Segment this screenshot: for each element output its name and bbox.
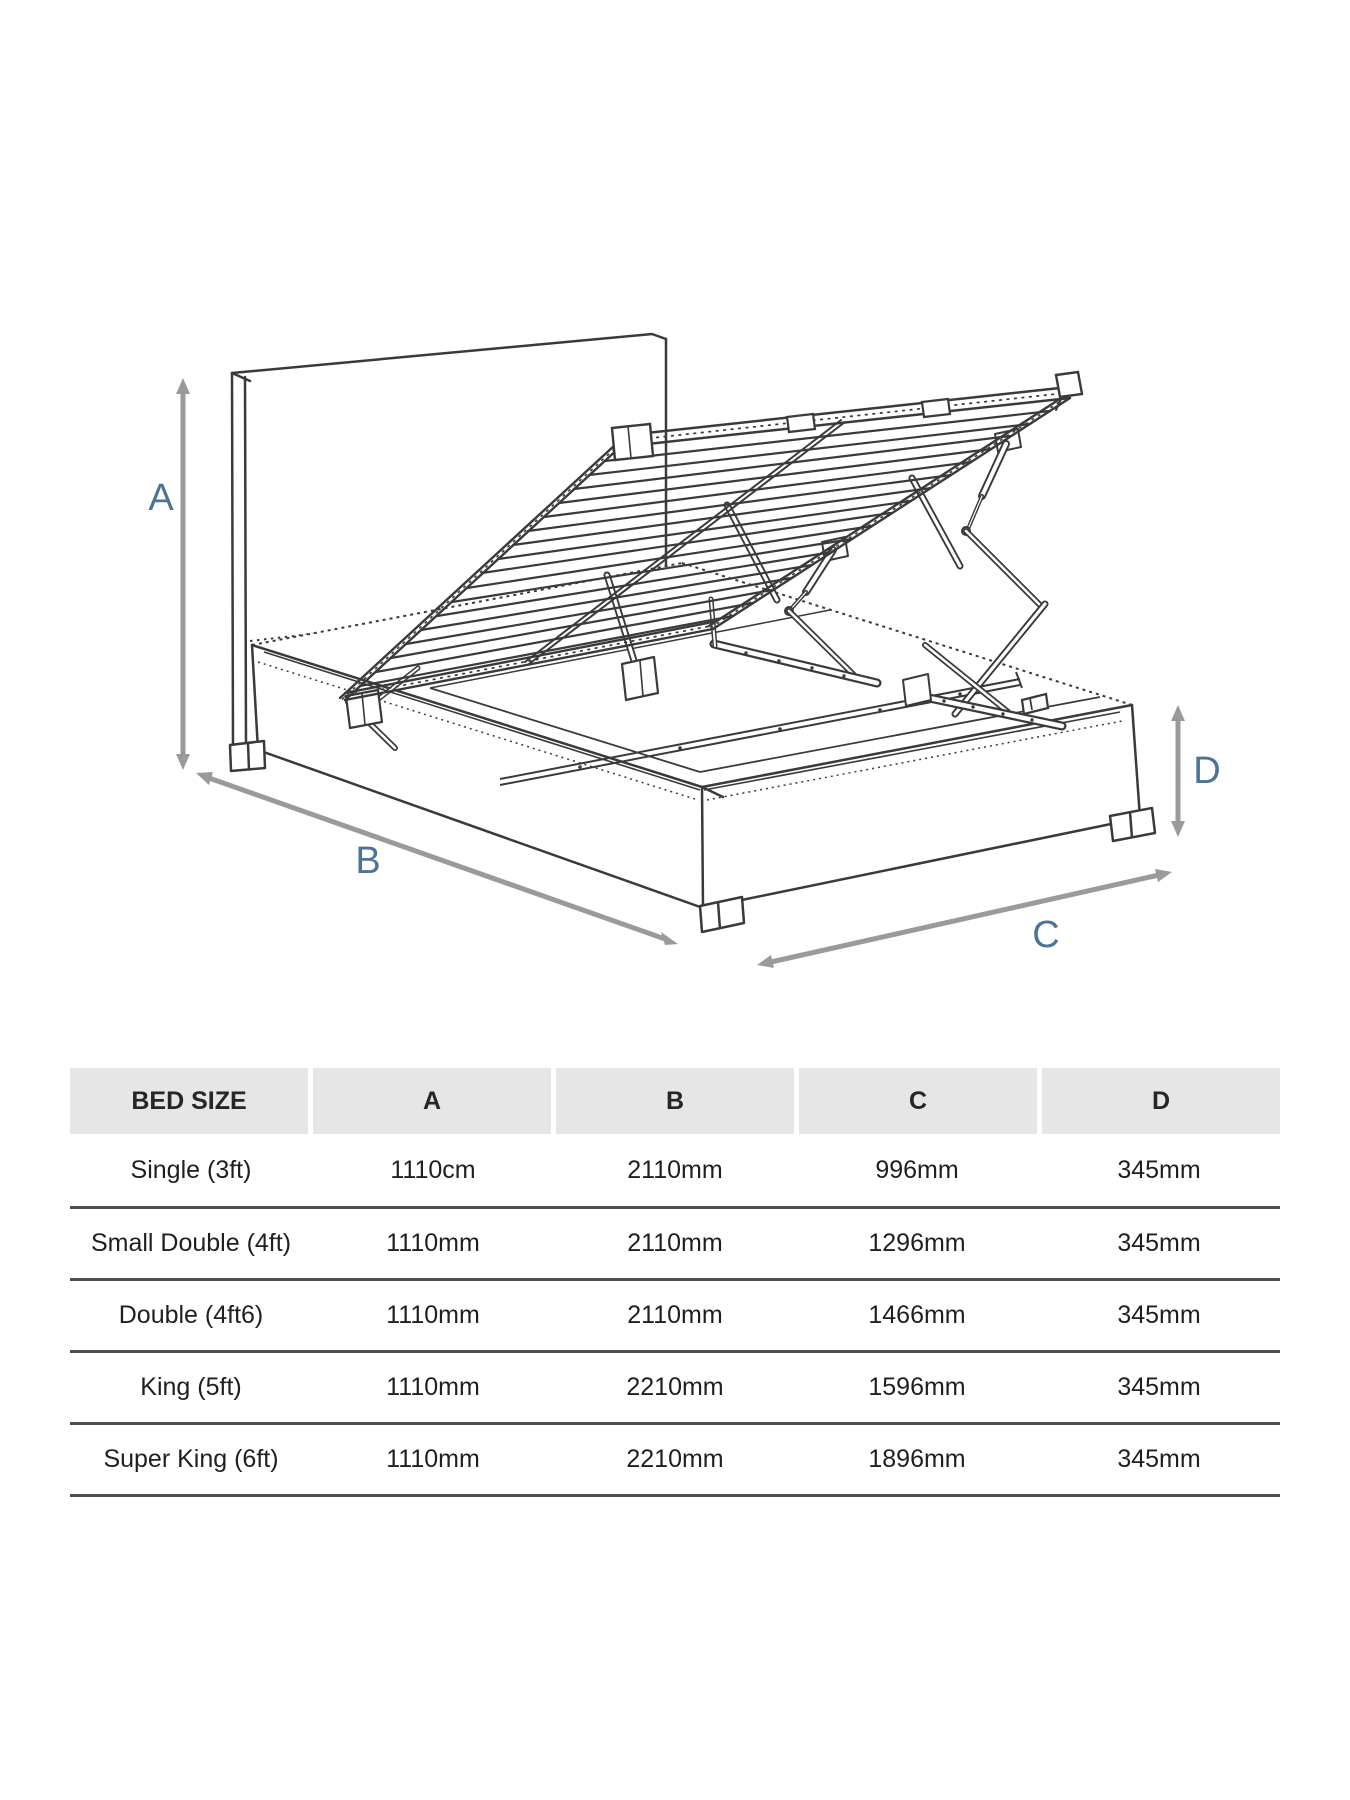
lift-mechanism [344, 428, 1067, 751]
bed-diagram: A B C D [148, 332, 1221, 968]
column-header-a: A [313, 1068, 551, 1134]
table-row: King (5ft) 1110mm 2210mm 1596mm 345mm [70, 1350, 1280, 1422]
dimension-cell: 2110mm [627, 1229, 723, 1257]
dimension-cell: 345mm [1117, 1373, 1201, 1401]
column-header-c: C [799, 1068, 1037, 1134]
table-bottom-rule [70, 1494, 1280, 1497]
column-header-d: D [1042, 1068, 1280, 1134]
bed-size-cell: Small Double (4ft) [90, 1229, 292, 1257]
column-header-b: B [556, 1068, 794, 1134]
dimension-cell: 345mm [1117, 1301, 1201, 1329]
rear-lift-assembly [902, 428, 1067, 731]
table-row: Small Double (4ft) 1110mm 2110mm 1296mm 345m… [70, 1206, 1280, 1278]
label-d: D [1193, 750, 1220, 792]
dimension-cell: 345mm [1117, 1445, 1201, 1473]
dimension-cell: 2110mm [627, 1301, 723, 1329]
label-b: B [355, 840, 380, 882]
front-lift-assembly [603, 501, 882, 702]
table-row: Single (3ft) 1110cm 2110mm 996mm 345mm [70, 1134, 1280, 1206]
dimension-cell: 1110mm [386, 1373, 480, 1401]
dimension-cell: 2210mm [626, 1373, 724, 1401]
dimension-cell: 2210mm [626, 1445, 724, 1473]
dimension-cell: 345mm [1117, 1229, 1201, 1257]
slat-platform [338, 370, 1084, 702]
dimension-cell: 2110mm [627, 1155, 723, 1184]
dimension-cell: 996mm [875, 1155, 959, 1184]
dimension-cell: 1596mm [868, 1373, 966, 1401]
dimension-cell: 1896mm [868, 1445, 966, 1473]
bed-size-cell: Single (3ft) [130, 1155, 252, 1184]
table-row: Double (4ft6) 1110mm 2110mm 1466mm 345mm [70, 1278, 1280, 1350]
column-header-bed-size: BED SIZE [70, 1068, 308, 1134]
bed-size-cell: Super King (6ft) [103, 1445, 279, 1473]
label-c: C [1032, 914, 1059, 956]
storage-box [228, 562, 1157, 934]
dimension-cell: 1110mm [386, 1229, 480, 1257]
bed-size-cell: King (5ft) [140, 1373, 242, 1401]
label-a: A [148, 477, 174, 519]
table-row: Super King (6ft) 1110mm 2210mm 1896mm 345mm [70, 1422, 1280, 1494]
dimension-cell: 1110mm [386, 1445, 480, 1473]
dimension-arrows: A B C D [148, 378, 1221, 968]
dimension-cell: 1296mm [868, 1229, 966, 1257]
dimension-cell: 1110mm [386, 1301, 480, 1329]
dimension-cell: 1110cm [390, 1155, 476, 1184]
bed-size-cell: Double (4ft6) [118, 1301, 264, 1329]
dimension-cell: 1466mm [868, 1301, 966, 1329]
dimension-cell: 345mm [1117, 1155, 1201, 1184]
